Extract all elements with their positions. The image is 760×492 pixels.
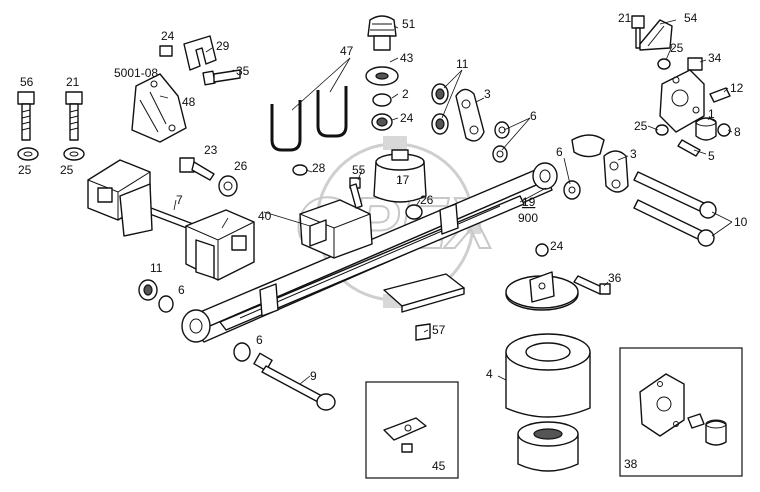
bolt-9 bbox=[138, 279, 336, 411]
label-24-stack: 24 bbox=[400, 111, 414, 125]
label-9: 9 bbox=[310, 369, 317, 383]
shackle-upper bbox=[431, 83, 510, 163]
label-55: 55 bbox=[352, 163, 366, 177]
label-10: 10 bbox=[734, 215, 748, 229]
label-12: 12 bbox=[730, 81, 744, 95]
inset-frame-38 bbox=[619, 347, 743, 477]
label-34: 34 bbox=[708, 51, 722, 65]
leaf-spring bbox=[181, 162, 558, 343]
label-23: 23 bbox=[204, 143, 218, 157]
label-2: 2 bbox=[402, 87, 409, 101]
label-21-left: 21 bbox=[66, 75, 80, 89]
label-25-d: 25 bbox=[634, 119, 648, 133]
label-21-right: 21 bbox=[618, 11, 632, 25]
clip-29 bbox=[183, 35, 217, 71]
cross-beam bbox=[87, 159, 255, 281]
label-51: 51 bbox=[402, 17, 416, 31]
bracket-assembly-right bbox=[631, 15, 731, 157]
bracket-48 bbox=[131, 73, 187, 143]
bolts-left bbox=[17, 91, 85, 161]
u-bolts-47 bbox=[270, 86, 348, 176]
label-5001-08: 5001-08 bbox=[114, 66, 158, 80]
leader-lines bbox=[159, 19, 733, 385]
part-labels: 51 43 47 2 24 24 29 35 5001-08 48 56 21 … bbox=[18, 11, 748, 473]
label-5: 5 bbox=[708, 149, 715, 163]
label-3-right: 3 bbox=[630, 147, 637, 161]
label-25-a: 25 bbox=[18, 163, 32, 177]
label-43: 43 bbox=[400, 51, 414, 65]
label-26-mid: 26 bbox=[420, 193, 434, 207]
label-1: 1 bbox=[708, 107, 715, 121]
bolt-23 bbox=[179, 157, 238, 197]
label-25-c: 25 bbox=[670, 41, 684, 55]
label-17: 17 bbox=[396, 173, 410, 187]
label-7: 7 bbox=[176, 193, 183, 207]
label-35: 35 bbox=[236, 64, 250, 78]
label-40: 40 bbox=[258, 209, 272, 223]
inset-frame-45 bbox=[365, 381, 459, 479]
label-6-lower: 6 bbox=[178, 283, 185, 297]
label-6-upper: 6 bbox=[530, 109, 537, 123]
label-36: 36 bbox=[608, 271, 622, 285]
label-57: 57 bbox=[432, 323, 446, 337]
label-26-left: 26 bbox=[234, 159, 248, 173]
label-25-b: 25 bbox=[60, 163, 74, 177]
label-11-upper: 11 bbox=[456, 57, 469, 71]
label-48: 48 bbox=[182, 95, 196, 109]
label-45: 45 bbox=[432, 459, 446, 473]
spring-seat bbox=[299, 177, 373, 259]
label-8: 8 bbox=[734, 125, 741, 139]
label-24-clip: 24 bbox=[161, 29, 175, 43]
bolt-36 bbox=[535, 243, 611, 295]
label-47: 47 bbox=[340, 44, 354, 58]
bump-stop-stack bbox=[365, 15, 399, 131]
support-plate bbox=[383, 273, 465, 341]
label-11-lower: 11 bbox=[150, 261, 163, 275]
label-24-mid: 24 bbox=[550, 239, 564, 253]
label-38: 38 bbox=[624, 457, 638, 471]
label-4: 4 bbox=[486, 367, 493, 381]
label-3-upper: 3 bbox=[484, 87, 491, 101]
label-29: 29 bbox=[216, 39, 230, 53]
label-6-right: 6 bbox=[556, 145, 563, 159]
label-900: 900 bbox=[518, 211, 538, 225]
label-6-bottom: 6 bbox=[256, 333, 263, 347]
bolts-10 bbox=[633, 171, 717, 247]
label-56: 56 bbox=[20, 75, 34, 89]
label-28: 28 bbox=[312, 161, 326, 175]
label-19: 19 bbox=[522, 195, 536, 209]
cylinder-mount-4 bbox=[505, 271, 591, 472]
label-54: 54 bbox=[684, 11, 698, 25]
shackle-lower bbox=[563, 134, 629, 200]
